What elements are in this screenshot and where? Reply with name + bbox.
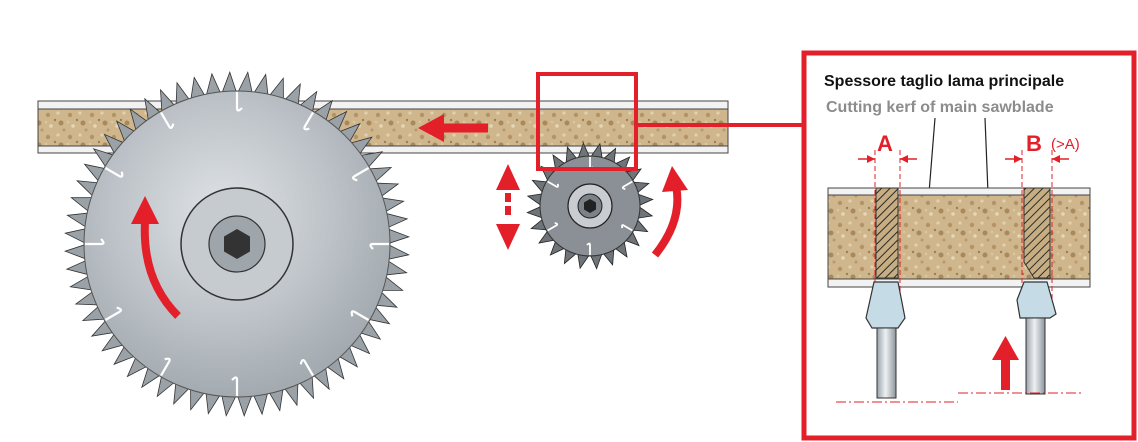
rotation-arrow-icon — [651, 166, 688, 258]
expansion-slot — [104, 306, 122, 321]
expansion-slot — [547, 222, 559, 232]
scoring-blade-icon — [526, 142, 654, 270]
expansion-slot — [621, 224, 633, 232]
expansion-slot — [235, 92, 243, 112]
expansion-slot — [352, 167, 370, 182]
label-a: A — [877, 131, 893, 156]
expansion-slot — [85, 238, 105, 246]
expansion-slot — [621, 180, 633, 190]
expansion-slot — [350, 310, 370, 321]
expansion-slot — [160, 357, 171, 377]
expansion-slot — [369, 242, 389, 250]
feed-direction-arrow-icon — [418, 114, 488, 142]
zoom-indicator — [536, 72, 638, 171]
expansion-slot — [160, 111, 175, 129]
expansion-slot — [547, 180, 559, 188]
detail-panel: Spessore taglio lama principale Cutting … — [801, 50, 1137, 441]
expansion-slot — [231, 376, 239, 396]
detail-title: Spessore taglio lama principale — [824, 73, 1064, 90]
up-down-arrow-icon — [496, 164, 520, 250]
expansion-slot — [586, 242, 591, 255]
expansion-slot — [303, 111, 314, 131]
label-b: B — [1026, 131, 1042, 156]
main-sawblade-icon — [63, 70, 411, 418]
raise-arrow-icon — [1001, 356, 1010, 390]
expansion-slot — [104, 167, 124, 178]
label-b-note: (>A) — [1051, 136, 1080, 153]
rotation-arrow-icon — [131, 196, 181, 319]
detail-subtitle: Cutting kerf of main sawblade — [826, 99, 1054, 116]
expansion-slot — [299, 359, 314, 377]
